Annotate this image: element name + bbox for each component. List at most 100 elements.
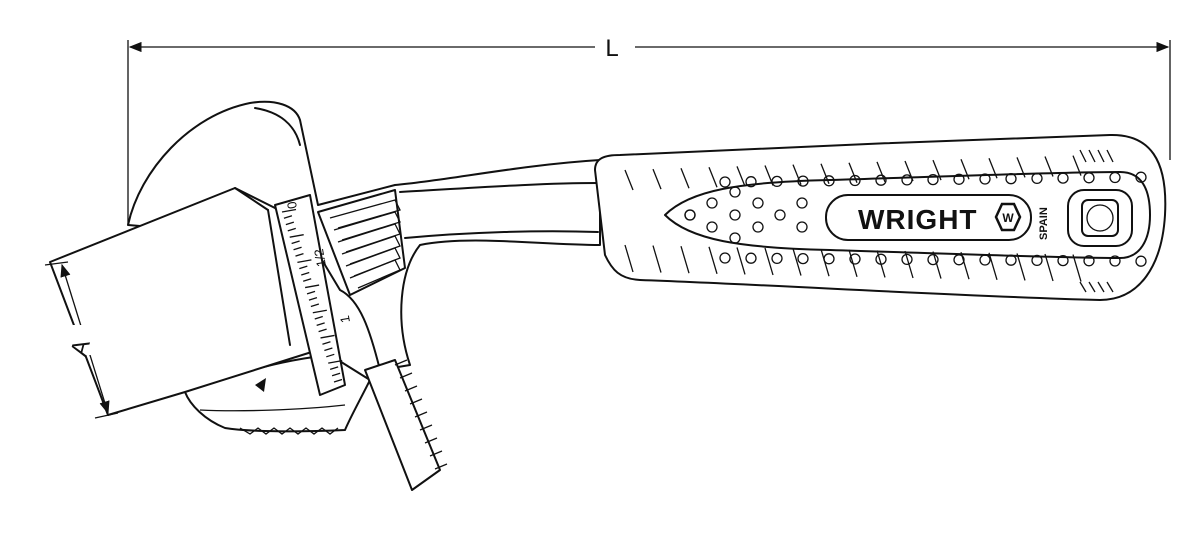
adjustment-worm[interactable] [317, 189, 406, 296]
grip-dot [729, 209, 741, 221]
grip-dot [729, 232, 741, 244]
scale-tick [306, 290, 316, 295]
brand-plate [825, 194, 1032, 241]
grip-ridge [1097, 281, 1105, 293]
scale-tick [314, 315, 323, 320]
length-label: L [605, 35, 618, 62]
grip-ridge [1106, 149, 1114, 163]
grip-dot [901, 174, 913, 186]
scale-tick [304, 284, 320, 289]
grip-ridge [820, 163, 830, 184]
grip-dot [729, 186, 741, 198]
grip-ridge [680, 167, 690, 189]
scale-tick [289, 234, 304, 238]
grip-dot [774, 209, 786, 221]
grip-ridge [848, 162, 858, 184]
brand-w-icon: W [1002, 211, 1014, 225]
wrench-handle: WRIGHT W SPAIN [594, 133, 1167, 301]
grip-dot [796, 221, 808, 233]
grip-dot [849, 174, 861, 187]
grip-ridge [624, 169, 634, 191]
scale-tick [328, 359, 343, 364]
grip-dot [979, 173, 991, 185]
grip-ridge [1088, 281, 1096, 293]
grip-ridge [1106, 281, 1114, 293]
scale-tick [316, 322, 325, 326]
jaw-scale: 0 1/2 1 [274, 194, 353, 396]
grip-dot [1057, 172, 1069, 184]
grip-ridge [680, 246, 690, 274]
grip-dot [719, 252, 731, 264]
grip-ridge [624, 244, 634, 273]
grip-ridge [932, 251, 942, 279]
grip-dot [849, 253, 861, 265]
grip-ridge [792, 248, 802, 276]
scale-tick [326, 353, 335, 358]
grip-dot [1057, 254, 1069, 267]
grip-dot [1135, 255, 1147, 267]
grip-dot [1135, 171, 1147, 183]
scale-tick [331, 372, 341, 377]
scale-tick [293, 246, 302, 251]
grip-dot [823, 253, 835, 265]
grip-ridge [1016, 157, 1026, 178]
scale-tick [322, 341, 331, 345]
scale-tick [308, 297, 318, 301]
grip-dot [901, 253, 913, 266]
scale-tick [301, 271, 310, 276]
grip-dot [1031, 172, 1043, 185]
grip-dot [1109, 255, 1121, 267]
grip-dot [1005, 173, 1017, 185]
grip-ridge [1044, 253, 1054, 282]
hang-hole-icon [1067, 189, 1133, 247]
scale-tick [312, 309, 327, 314]
grip-ridge [960, 158, 970, 180]
grip-ridge [1088, 149, 1096, 163]
grip-dot [796, 197, 808, 209]
grip-dot [875, 253, 887, 265]
grip-ridge [1072, 155, 1082, 176]
scale-mark-1: 1 [337, 314, 353, 324]
grip-dot [752, 197, 764, 209]
grip-ridge [652, 245, 662, 273]
scale-mark-0: 0 [284, 200, 300, 210]
grip-dot [953, 173, 965, 185]
jaw-marker-icon [255, 378, 266, 392]
grip-dot [684, 209, 696, 221]
grip-ridge [736, 166, 746, 187]
grip-ridge [1044, 156, 1054, 177]
origin-label: SPAIN [1038, 207, 1050, 240]
brand-logo: WRIGHT [858, 204, 978, 235]
scale-tick [281, 208, 297, 213]
jaw-capacity-label: A [66, 337, 96, 359]
grip-ridge [708, 246, 718, 274]
grip-dot [1083, 255, 1095, 267]
grip-dot [706, 221, 718, 233]
scale-tick [283, 215, 293, 219]
grip-ridge [764, 247, 774, 276]
grip-dot [979, 254, 991, 266]
grip-ridge [708, 167, 718, 188]
grip-ridge [1079, 281, 1087, 293]
scale-tick [299, 265, 308, 270]
grip-dot [719, 176, 731, 188]
grip-dot [927, 253, 939, 266]
scale-tick [295, 252, 304, 257]
grip-dot [1031, 254, 1043, 267]
scale-tick [291, 240, 300, 245]
worm-thread [349, 259, 401, 289]
grip-dot [797, 175, 809, 187]
grip-dot [875, 174, 887, 186]
grip-dot [1005, 254, 1017, 266]
wrench-head: 0 1/2 1 [49, 100, 601, 491]
scale-tick [333, 378, 343, 383]
grip-ridge [652, 168, 662, 190]
grip-ridge [1079, 149, 1087, 163]
scale-tick [310, 303, 320, 308]
grip-dot [771, 252, 783, 265]
scale-tick [329, 366, 339, 371]
grip-ridge [876, 161, 886, 183]
grip-ridge [988, 252, 998, 280]
grip-ridge [1016, 253, 1026, 281]
